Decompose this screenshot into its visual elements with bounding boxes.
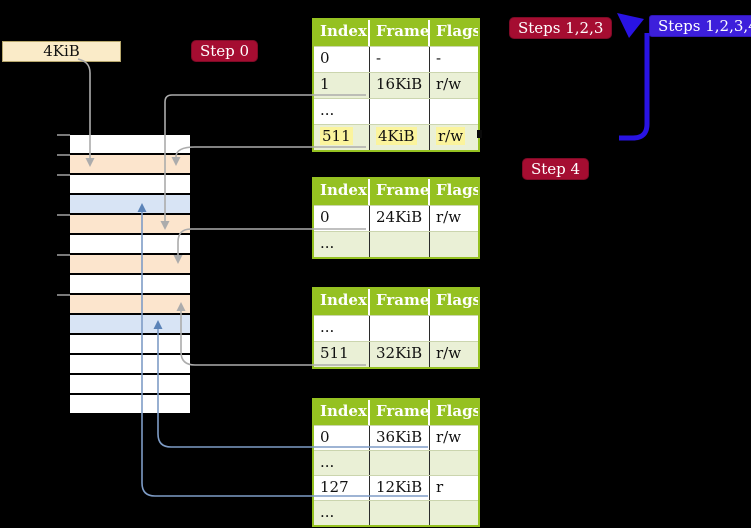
memory-frame-row: [70, 315, 190, 333]
table-row: ...: [314, 231, 478, 257]
column-header-frame: Frame: [370, 20, 430, 46]
memory-frame-row: [70, 135, 190, 153]
table-row: 0 36KiB r/w: [314, 425, 478, 450]
table-cell: -: [370, 47, 430, 72]
column-header-flags: Flags: [436, 402, 478, 420]
page-table-1: Index Frame Flags 0 - - 1 16KiB r/w ... …: [312, 18, 480, 152]
table-row: ...: [314, 450, 478, 475]
table-cell: [430, 501, 478, 525]
column-header-frame: Frame: [370, 400, 430, 425]
physical-memory-column: [70, 135, 190, 415]
translation-flow-arrow: [619, 33, 650, 141]
table-cell: 511: [314, 125, 370, 150]
step4-badge: Step 4: [522, 158, 590, 180]
table-cell: 16KiB: [370, 73, 430, 98]
column-header-index: Index: [314, 20, 370, 46]
step0-badge: Step 0: [191, 40, 259, 62]
column-header-flags: Flags: [436, 22, 478, 40]
table-row: 0 24KiB r/w: [314, 205, 478, 231]
memory-frame-row: [70, 295, 190, 313]
frame-size-label: 4KiB: [2, 41, 121, 62]
table-row: 127 12KiB r: [314, 475, 478, 500]
table-cell: 0: [314, 426, 370, 450]
column-header-flags: Flags: [436, 181, 478, 199]
table-cell: [370, 232, 430, 257]
memory-frame-row: [70, 335, 190, 353]
table-cell: r/w: [436, 428, 462, 446]
page-table-4: Index Frame Flags 0 36KiB r/w ... 127 12…: [312, 398, 480, 527]
arrowhead-upleft-icon: [617, 13, 644, 38]
table-cell: [370, 451, 430, 475]
ruler-tick: [57, 214, 70, 216]
table-cell: r/w: [436, 75, 462, 93]
table-row-highlighted: 511 4KiB r/w: [314, 124, 478, 150]
memory-frame-row: [70, 175, 190, 193]
memory-frame-row: [70, 255, 190, 273]
table-cell: r/w: [436, 127, 466, 145]
memory-frame-row: [70, 215, 190, 233]
table-cell: ...: [314, 316, 370, 341]
ruler-tick: [57, 174, 70, 176]
table-cell: [430, 232, 478, 257]
column-header-index: Index: [314, 179, 370, 205]
page-table-2: Index Frame Flags 0 24KiB r/w ...: [312, 177, 480, 259]
ruler-tick: [57, 134, 70, 136]
table-header-row: Index Frame Flags: [314, 289, 478, 315]
table-row: 511 32KiB r/w: [314, 341, 478, 367]
table-cell: 1: [314, 73, 370, 98]
table-cell: 32KiB: [370, 342, 430, 367]
table-cell: [430, 451, 478, 475]
table-row: 1 16KiB r/w: [314, 72, 478, 98]
column-header-frame: Frame: [370, 179, 430, 205]
table-cell: 4KiB: [370, 125, 430, 150]
table-row: 0 - -: [314, 46, 478, 72]
table-cell: -: [436, 49, 442, 67]
table-cell: 0: [314, 47, 370, 72]
table-cell: r/w: [436, 344, 462, 362]
memory-frame-row: [70, 375, 190, 393]
memory-frame-row: [70, 155, 190, 173]
table-cell: 24KiB: [370, 206, 430, 231]
column-header-frame: Frame: [370, 289, 430, 315]
column-header-flags: Flags: [436, 291, 478, 309]
ruler-tick: [57, 254, 70, 256]
table-cell: ...: [314, 232, 370, 257]
table-cell: 36KiB: [370, 426, 430, 450]
table-cell: 12KiB: [370, 476, 430, 500]
table-cell: r/w: [436, 208, 462, 226]
table-cell: 0: [314, 206, 370, 231]
table-cell: 127: [314, 476, 370, 500]
memory-frame-row: [70, 355, 190, 373]
table-row: ...: [314, 98, 478, 124]
table-cell: 511: [314, 342, 370, 367]
table-cell: ...: [314, 501, 370, 525]
table-cell: [430, 99, 478, 124]
steps1234-badge: Steps 1,2,3,4: [649, 15, 751, 37]
table-cell: ...: [314, 99, 370, 124]
table-cell: [370, 99, 430, 124]
column-header-index: Index: [314, 400, 370, 425]
table-cell: [370, 316, 430, 341]
table-cell: ...: [314, 451, 370, 475]
table-header-row: Index Frame Flags: [314, 20, 478, 46]
ruler-tick: [57, 154, 70, 156]
page-table-3: Index Frame Flags ... 511 32KiB r/w: [312, 287, 480, 369]
table-cell: [430, 316, 478, 341]
column-header-index: Index: [314, 289, 370, 315]
table-cell: r: [436, 478, 444, 496]
steps123-badge: Steps 1,2,3: [509, 17, 613, 39]
memory-frame-row: [70, 275, 190, 293]
memory-frame-row: [70, 235, 190, 253]
memory-frame-row: [70, 195, 190, 213]
memory-frame-row: [70, 395, 190, 413]
table-header-row: Index Frame Flags: [314, 400, 478, 425]
table-row: ...: [314, 315, 478, 341]
table-cell: [370, 501, 430, 525]
table-header-row: Index Frame Flags: [314, 179, 478, 205]
table-row: ...: [314, 500, 478, 525]
ruler-tick: [57, 294, 70, 296]
